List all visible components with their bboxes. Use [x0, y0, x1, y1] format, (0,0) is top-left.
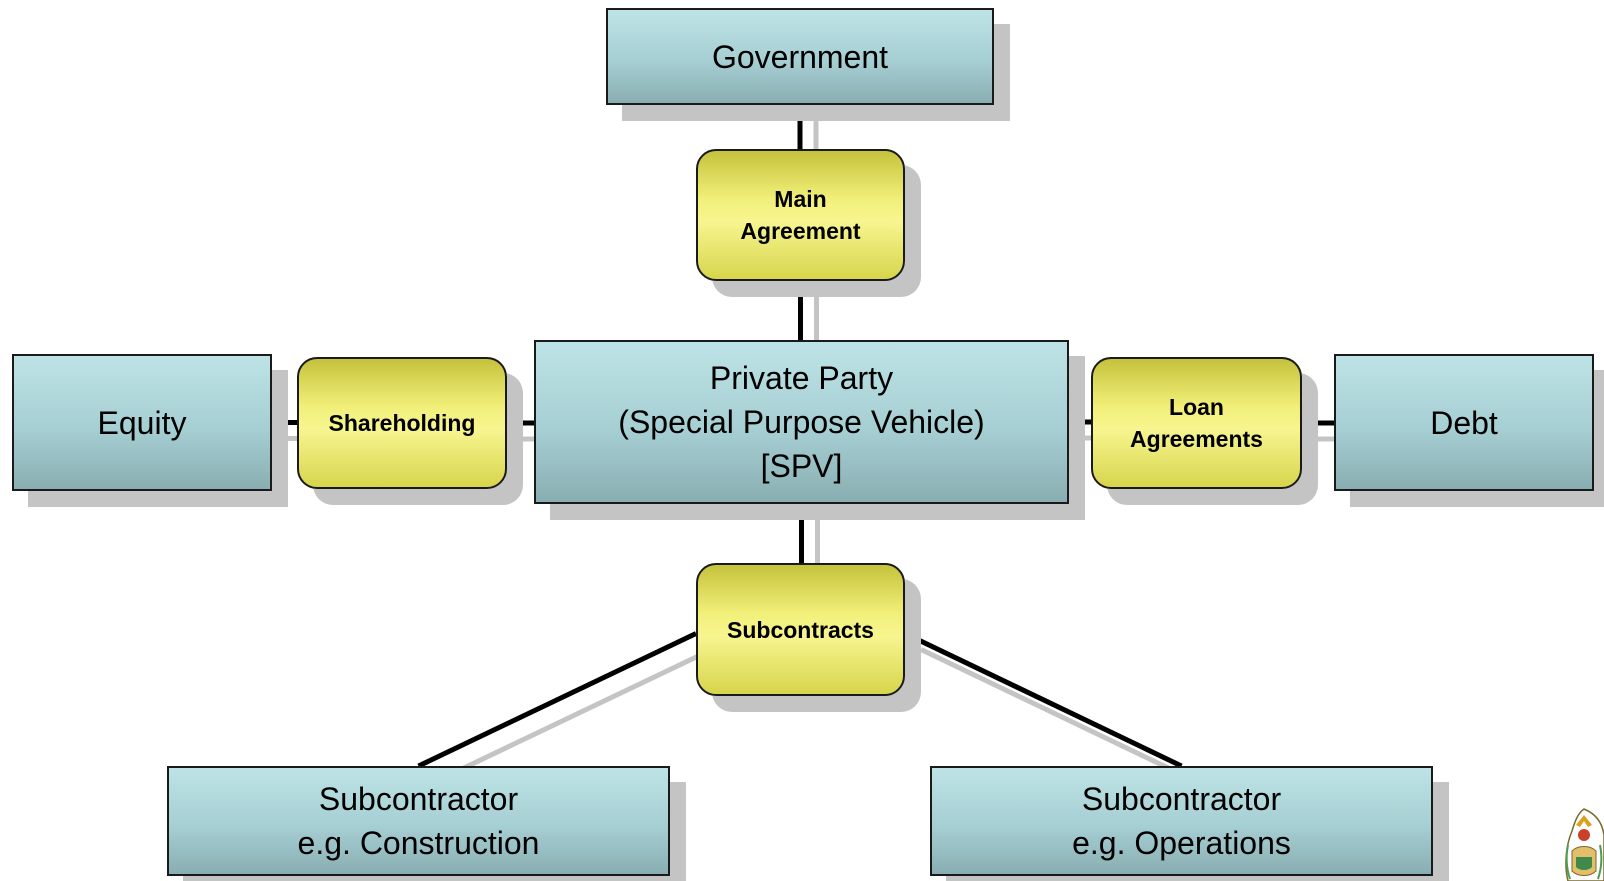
private-party-label-line3: [SPV]: [760, 448, 843, 484]
private-party-label-line1: Private Party: [709, 360, 894, 396]
subcontractor-construction-node: Subcontractor e.g. Construction: [167, 766, 670, 876]
main-agreement-label-line1: Main: [774, 186, 827, 212]
subcontractor-construction-label-line1: Subcontractor: [318, 781, 519, 817]
subcontractor-construction-label-line2: e.g. Construction: [297, 825, 540, 861]
connector-subcontracts-to-subcontractor-operations-shadow: [919, 647, 1199, 785]
coat-of-arms-icon: [1565, 808, 1604, 881]
government-node: Government: [606, 8, 994, 105]
subcontracts-label: Subcontracts: [727, 616, 874, 643]
connector-subcontracts-to-subcontractor-construction-shadow: [433, 647, 714, 785]
subcontractor-operations-label-line2: e.g. Operations: [1072, 825, 1291, 861]
debt-node: Debt: [1334, 354, 1594, 491]
subcontractor-operations-node: Subcontractor e.g. Operations: [930, 766, 1433, 876]
equity-node: Equity: [12, 354, 272, 491]
government-label: Government: [711, 38, 889, 75]
connector-subcontracts-to-subcontractor-operations: [903, 631, 1183, 769]
shareholding-node: Shareholding: [297, 357, 507, 489]
loan-agreements-label-line2: Agreements: [1130, 426, 1263, 452]
main-agreement-node: Main Agreement: [696, 149, 905, 281]
shareholding-label: Shareholding: [328, 410, 476, 436]
equity-label: Equity: [97, 404, 187, 441]
private-party-label-line2: (Special Purpose Vehicle): [618, 404, 985, 440]
subcontractor-operations-label-line1: Subcontractor: [1081, 781, 1282, 817]
main-agreement-label-line2: Agreement: [740, 218, 861, 244]
private-party-node: Private Party (Special Purpose Vehicle) …: [534, 340, 1069, 504]
loan-agreements-label-line1: Loan: [1169, 394, 1224, 420]
subcontracts-node: Subcontracts: [696, 563, 905, 696]
debt-label: Debt: [1430, 404, 1498, 441]
loan-agreements-node: Loan Agreements: [1091, 357, 1302, 489]
connector-subcontracts-to-subcontractor-construction: [417, 631, 698, 769]
